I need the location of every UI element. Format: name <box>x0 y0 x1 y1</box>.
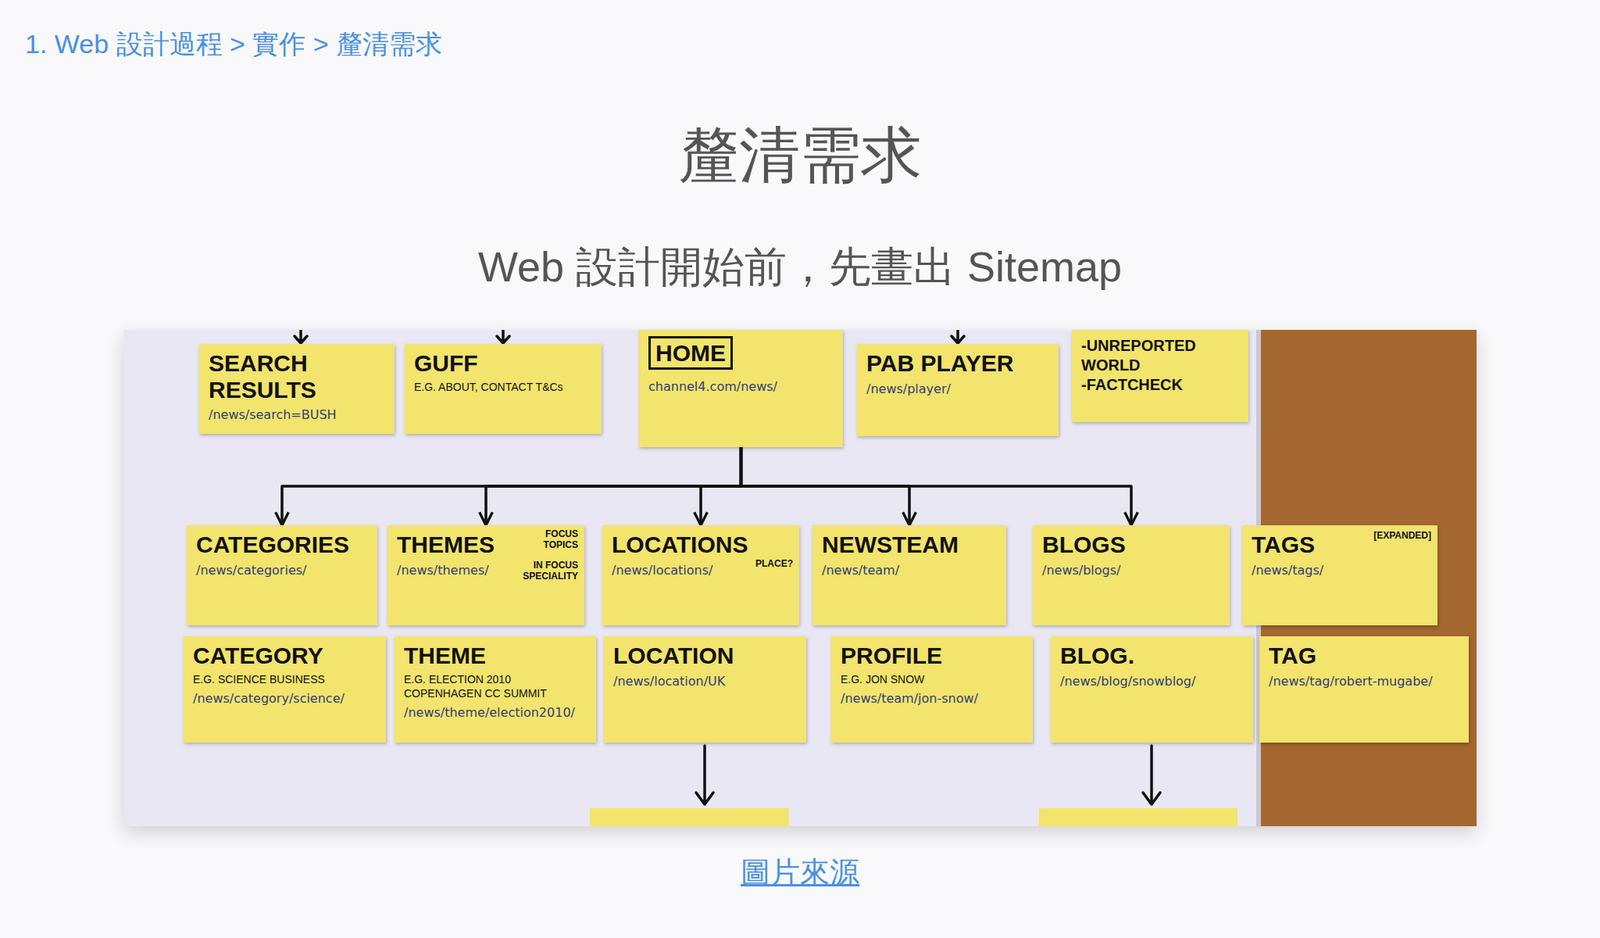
note-text: E.G. ELECTION 2010 COPENHAGEN CC SUMMIT <box>403 671 587 700</box>
note-heading: CATEGORIES <box>196 531 368 558</box>
sticky-note: NEWSTEAM/news/team/ <box>812 525 1007 625</box>
url-path: /news/category/science/ <box>192 690 377 708</box>
image-credit-link: 圖片來源 <box>740 855 860 889</box>
url-path: /news/tags/ <box>1251 562 1360 579</box>
sticky-note: TAG/news/tag/robert-mugabe/ <box>1259 635 1469 743</box>
sticky-note-blank <box>589 807 790 826</box>
side-note: FOCUS TOPICS <box>512 528 579 551</box>
side-note: PLACE? <box>755 557 793 569</box>
note-heading: THEME <box>403 642 587 669</box>
sticky-note: THEMESFOCUS TOPICS IN FOCUS SPECIALITY/ne… <box>387 525 585 625</box>
sticky-note: GUFF E.G. ABOUT, CONTACT T&Cs <box>404 343 602 434</box>
list-item: -UNREPORTED WORLD <box>1081 335 1240 375</box>
caption-block: 圖片來源 <box>0 856 1600 890</box>
note-heading: TAG <box>1268 642 1460 669</box>
sticky-note: CATEGORY E.G. SCIENCE BUSINESS/news/categ… <box>183 635 386 743</box>
url-path: /news/location/UK <box>613 673 797 690</box>
note-heading: LOCATION <box>613 642 797 669</box>
url-path: /news/team/jon-snow/ <box>840 690 1024 708</box>
arrow <box>696 745 714 804</box>
tree-connector <box>741 446 1133 525</box>
tree-connector <box>485 446 742 525</box>
list-item: -FACTCHECK <box>1081 375 1240 395</box>
url-path: /news/theme/election2010/ <box>403 704 587 722</box>
arrows <box>294 329 1161 804</box>
url-path: /news/locations/ <box>611 562 750 579</box>
sticky-note: PAB PLAYER/news/player/ <box>857 343 1059 436</box>
note-heading: GUFF <box>414 350 593 377</box>
url-path: /news/team/ <box>821 562 997 579</box>
note-heading: PAB PLAYER <box>866 350 1050 377</box>
note-heading: CATEGORY <box>192 642 377 669</box>
note-heading: SEARCH RESULTS <box>208 350 386 403</box>
subtitle: Web 設計開始前，先畫出 Sitemap <box>0 243 1600 290</box>
url-path: /news/search=BUSH <box>208 407 386 424</box>
sticky-note: LOCATION/news/location/UK <box>603 635 807 743</box>
url-path: /news/blogs/ <box>1042 562 1221 579</box>
sticky-note: CATEGORIES/news/categories/ <box>186 525 378 625</box>
breadcrumb: 1. Web 設計過程 > 實作 > 釐清需求 <box>25 29 443 59</box>
sticky-note: PROFILE E.G. JON SNOW/news/team/jon-snow/ <box>831 635 1033 743</box>
arrow <box>294 329 308 343</box>
note-heading: BLOGS <box>1042 531 1221 558</box>
sticky-note: BLOGS/news/blogs/ <box>1032 525 1230 625</box>
sticky-note: BLOG. /news/blog/snowblog/ <box>1050 635 1254 743</box>
tree-connector <box>741 446 911 525</box>
arrow <box>496 329 510 343</box>
sticky-note: -UNREPORTED WORLD-FACTCHECK <box>1071 329 1249 422</box>
url-path: /news/tag/robert-mugabe/ <box>1268 673 1460 690</box>
tree-connector <box>700 446 742 525</box>
url-path: /news/categories/ <box>196 562 368 579</box>
sticky-note: THEMEE.G. ELECTION 2010 COPENHAGEN CC SU… <box>394 635 597 743</box>
boxed-heading: HOME <box>648 335 733 370</box>
note-heading: LOCATIONS <box>611 531 750 558</box>
sticky-note: TAGS [EXPANDED] /news/tags/ <box>1242 525 1438 625</box>
note-text: E.G. SCIENCE BUSINESS <box>192 671 377 686</box>
url-path: /news/themes/ <box>396 562 510 579</box>
sticky-note: HOME channel4.com/news/ <box>639 329 843 447</box>
note-heading: NEWSTEAM <box>821 531 997 558</box>
sticky-note: SEARCH RESULTS/news/search=BUSH <box>199 343 395 434</box>
note-text: E.G. ABOUT, CONTACT T&Cs <box>414 379 593 394</box>
sticky-note-blank <box>1039 807 1238 826</box>
side-note: [EXPANDED] <box>1373 529 1432 541</box>
url-path: /news/player/ <box>866 381 1050 398</box>
note-heading: THEMES <box>396 531 510 558</box>
slide-title: 釐清需求 <box>0 123 1600 188</box>
note-heading: BLOG. <box>1060 642 1244 669</box>
note-heading: PROFILE <box>840 642 1024 669</box>
url-path: /news/blog/snowblog/ <box>1060 673 1244 690</box>
cork-board <box>123 329 1477 826</box>
paper-sheet <box>123 329 1257 826</box>
arrow <box>1142 745 1161 804</box>
arrow <box>951 329 965 343</box>
sticky-note: LOCATIONS PLACE? /news/locations/ <box>602 525 800 625</box>
note-text: E.G. JON SNOW <box>840 671 1024 686</box>
note-heading: TAGS <box>1251 531 1360 558</box>
tree-connector <box>282 446 742 525</box>
url-path: channel4.com/news/ <box>648 378 834 396</box>
side-note: IN FOCUS SPECIALITY <box>512 559 579 583</box>
